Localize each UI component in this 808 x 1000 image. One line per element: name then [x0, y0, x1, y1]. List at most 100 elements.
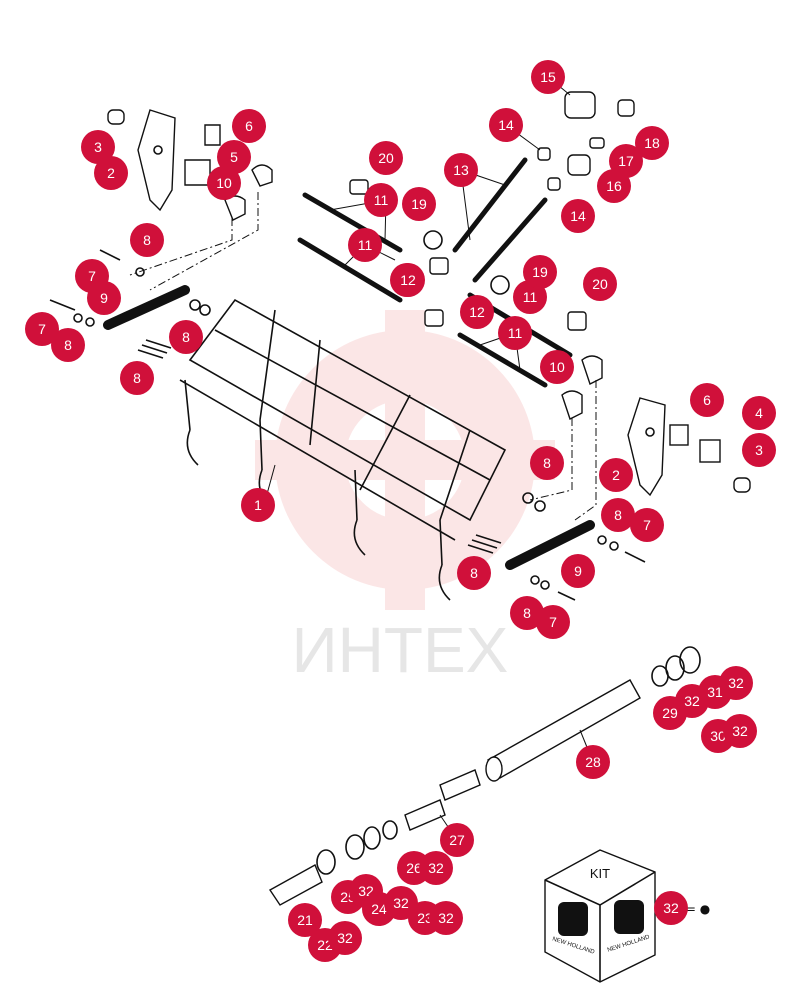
callout-c19b: 19	[523, 255, 557, 289]
callout-number: 1	[254, 497, 262, 513]
callout-c20b: 20	[583, 267, 617, 301]
callout-c7d: 7	[536, 605, 570, 639]
callout-circle	[217, 140, 251, 174]
callout-c32a: 32	[719, 666, 753, 700]
callout-number: 32	[393, 895, 409, 911]
callout-number: 24	[371, 901, 387, 917]
callout-c10a: 10	[207, 166, 241, 200]
callout-circle	[444, 153, 478, 187]
callout-circle	[288, 903, 322, 937]
callout-number: 8	[614, 507, 622, 523]
callout-number: 8	[143, 232, 151, 248]
callout-circle	[402, 187, 436, 221]
callouts: 1518141716141320196510321111111111121219…	[25, 60, 776, 962]
callout-c14b: 14	[561, 199, 595, 233]
guard-frame	[179, 298, 507, 601]
callout-circle	[601, 498, 635, 532]
callout-number: 18	[644, 135, 660, 151]
callout-circle	[723, 714, 757, 748]
callout-circle	[536, 605, 570, 639]
callout-number: 14	[570, 208, 586, 224]
watermark-gear	[255, 310, 555, 610]
callout-number: 30	[710, 728, 726, 744]
callout-circle	[232, 109, 266, 143]
callout-c32i: 32	[654, 891, 688, 925]
callout-c24: 24	[362, 892, 396, 926]
callout-number: 8	[543, 455, 551, 471]
callout-c7c: 7	[630, 508, 664, 542]
callout-circle	[369, 141, 403, 175]
pivot-left	[49, 249, 211, 359]
callout-number: 9	[100, 290, 108, 306]
callout-c8f: 8	[601, 498, 635, 532]
callout-circle	[348, 228, 382, 262]
kit-box: KIT NEW HOLLAND NEW HOLLAND = ●	[544, 849, 710, 983]
callout-circle	[120, 361, 154, 395]
elbows-right	[561, 355, 603, 420]
callout-c12b: 12	[460, 295, 494, 329]
callout-circle	[51, 328, 85, 362]
elbows-left	[224, 164, 273, 221]
callout-circle	[457, 556, 491, 590]
callout-circle	[540, 350, 574, 384]
callout-circle	[531, 60, 565, 94]
callout-number: 8	[470, 565, 478, 581]
callout-c8g: 8	[457, 556, 491, 590]
callout-number: 14	[498, 117, 514, 133]
callout-circle	[719, 666, 753, 700]
callout-circle	[241, 488, 275, 522]
callout-number: 6	[245, 118, 253, 134]
callout-c8e: 8	[530, 446, 564, 480]
callout-number: 29	[662, 705, 678, 721]
bracket-right	[627, 397, 751, 497]
callout-circle	[742, 396, 776, 430]
callout-number: 3	[94, 139, 102, 155]
callout-circle	[530, 446, 564, 480]
callout-c13: 13	[444, 153, 478, 187]
callout-circle	[81, 130, 115, 164]
callout-number: 6	[703, 392, 711, 408]
callout-c14a: 14	[489, 108, 523, 142]
callout-c27: 27	[440, 823, 474, 857]
callout-circle	[597, 169, 631, 203]
callout-c32b: 32	[675, 684, 709, 718]
callout-number: 23	[417, 910, 433, 926]
callout-c3a: 3	[81, 130, 115, 164]
fittings-top	[537, 91, 635, 191]
callout-c32h: 32	[328, 921, 362, 955]
callout-circle	[635, 126, 669, 160]
callout-number: 28	[585, 754, 601, 770]
callout-c6a: 6	[232, 109, 266, 143]
callout-number: 11	[523, 289, 538, 305]
callout-c20a: 20	[369, 141, 403, 175]
callout-number: 32	[337, 930, 353, 946]
callout-number: 31	[707, 684, 723, 700]
callout-number: 10	[549, 359, 565, 375]
callout-c2a: 2	[94, 156, 128, 190]
callout-number: 20	[378, 150, 394, 166]
shaft-assembly	[268, 646, 701, 906]
callout-number: 2	[107, 165, 115, 181]
callout-number: 8	[64, 337, 72, 353]
callout-c8c: 8	[169, 320, 203, 354]
callout-c21: 21	[288, 903, 322, 937]
callout-number: 19	[411, 196, 427, 212]
callout-c19a: 19	[402, 187, 436, 221]
callout-c12a: 12	[391, 263, 425, 297]
callout-circle	[440, 823, 474, 857]
callout-number: 8	[523, 605, 531, 621]
callout-c8a: 8	[130, 223, 164, 257]
callout-number: 5	[230, 149, 238, 165]
kit-marker: = ●	[686, 902, 710, 916]
callout-circle	[561, 554, 595, 588]
pivot-right	[467, 492, 646, 601]
callout-c32d: 32	[419, 851, 453, 885]
callout-c11e: 11	[498, 316, 532, 350]
callout-circle	[391, 263, 425, 297]
callout-number: 8	[182, 329, 190, 345]
callout-number: 32	[684, 693, 700, 709]
callout-number: 3	[755, 442, 763, 458]
callout-circle	[94, 156, 128, 190]
callout-c8b: 8	[51, 328, 85, 362]
